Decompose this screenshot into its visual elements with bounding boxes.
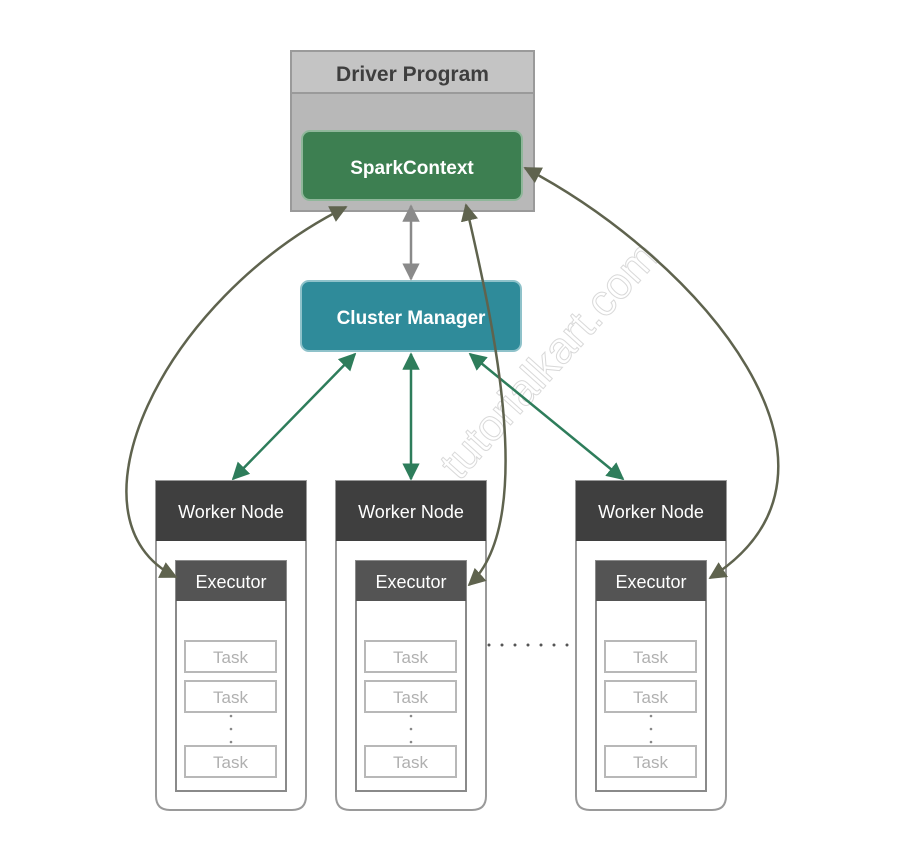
- executor-header: [356, 561, 466, 601]
- task-box: [604, 640, 697, 673]
- task-box: [604, 680, 697, 713]
- task-ellipsis-dot: [409, 727, 413, 731]
- task-label: Task: [213, 753, 248, 772]
- task-label: Task: [633, 688, 668, 707]
- task-ellipsis-dot: [649, 714, 653, 718]
- task-ellipsis-dot: [409, 714, 413, 718]
- task-label: Task: [393, 753, 428, 772]
- sparkcontext-executor2-arrow: [460, 203, 507, 587]
- task-label: Task: [633, 753, 668, 772]
- executor-label: Executor: [195, 572, 266, 592]
- task-box: [604, 745, 697, 778]
- task-label: Task: [213, 688, 248, 707]
- task-box: [184, 680, 277, 713]
- task-ellipsis-dot: [409, 740, 413, 744]
- task-label: Task: [393, 648, 428, 667]
- task-box: [364, 680, 457, 713]
- spark-context-label: SparkContext: [350, 158, 474, 179]
- cluster-manager-label: Cluster Manager: [337, 308, 486, 329]
- watermark: tutorialkart.com: [430, 232, 668, 488]
- worker-node-title: Worker Node: [358, 502, 464, 522]
- executor-label: Executor: [375, 572, 446, 592]
- task-label: Task: [633, 648, 668, 667]
- task-ellipsis-dot: [649, 740, 653, 744]
- driver-program-title: Driver Program: [336, 63, 489, 86]
- executor-label: Executor: [615, 572, 686, 592]
- cluster-manager: Cluster Manager: [300, 280, 522, 352]
- task-ellipsis-dot: [649, 727, 653, 731]
- task-label: Task: [393, 688, 428, 707]
- task-box: [364, 640, 457, 673]
- task-label: Task: [213, 648, 248, 667]
- connections: [125, 166, 780, 587]
- task-ellipsis-dot: [229, 727, 233, 731]
- worker-node-title: Worker Node: [598, 502, 704, 522]
- task-box: [184, 640, 277, 673]
- more-workers-ellipsis: [487, 643, 569, 647]
- task-ellipsis-dot: [229, 740, 233, 744]
- task-box: [184, 745, 277, 778]
- cluster-worker1-arrow: [231, 352, 357, 481]
- sparkcontext-executor3-arrow: [523, 166, 780, 580]
- worker-node-title: Worker Node: [178, 502, 284, 522]
- task-ellipsis-dot: [229, 714, 233, 718]
- spark-context: SparkContext: [301, 130, 523, 201]
- sparkcontext-executor1-arrow: [125, 205, 348, 579]
- task-box: [364, 745, 457, 778]
